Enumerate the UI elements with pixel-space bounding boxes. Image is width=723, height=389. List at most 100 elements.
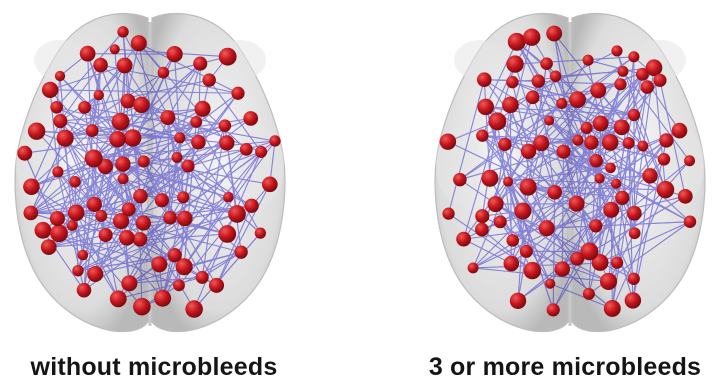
network-node [87, 266, 103, 282]
network-node [53, 114, 67, 128]
network-node [219, 135, 234, 150]
network-node [269, 135, 280, 146]
network-node [122, 202, 136, 216]
network-node [42, 82, 58, 98]
network-node [195, 101, 211, 117]
network-node [520, 245, 533, 258]
network-node [190, 116, 202, 128]
network-node [173, 279, 185, 291]
network-node [524, 262, 541, 279]
network-node [468, 262, 479, 273]
network-node [50, 101, 63, 114]
network-node [572, 135, 583, 146]
network-node [657, 181, 674, 198]
network-node [202, 73, 215, 86]
network-node [112, 113, 130, 131]
network-node [506, 234, 519, 247]
network-node [133, 232, 148, 247]
network-node [94, 90, 104, 100]
network-node [133, 97, 150, 114]
network-node [115, 156, 130, 171]
network-node [99, 228, 113, 242]
network-node [182, 160, 195, 173]
network-node [209, 278, 224, 293]
network-node [77, 283, 92, 298]
network-node [581, 122, 593, 134]
network-node [569, 196, 585, 212]
network-node [41, 239, 57, 255]
network-node [502, 97, 519, 114]
network-node [110, 290, 127, 307]
network-node [498, 138, 511, 151]
network-node [514, 203, 531, 220]
network-node [68, 204, 85, 221]
network-node [627, 206, 642, 221]
network-node [155, 193, 169, 207]
network-node [506, 76, 518, 88]
network-node [584, 135, 598, 149]
network-node [605, 162, 616, 173]
network-node [547, 185, 562, 200]
network-node [678, 189, 693, 204]
network-node [600, 273, 617, 290]
network-node [623, 137, 635, 149]
network-node [526, 90, 540, 104]
network-node [475, 209, 489, 223]
network-node [544, 116, 554, 126]
network-node [636, 68, 649, 81]
network-node [611, 178, 621, 188]
network-node [589, 154, 603, 168]
network-node [494, 215, 507, 228]
network-node [510, 293, 526, 309]
network-node [240, 143, 253, 156]
network-node [637, 141, 648, 152]
network-node [244, 199, 258, 213]
network-node [67, 220, 78, 231]
network-node [154, 290, 171, 307]
panel-3-or-more-microbleeds: 3 or more microbleeds [420, 0, 720, 389]
brain-network-left [0, 0, 300, 340]
network-node [521, 144, 536, 159]
network-node [255, 228, 266, 239]
caption-without-microbleeds: without microbleeds [4, 353, 304, 382]
network-node [35, 222, 52, 239]
network-node [550, 71, 561, 82]
network-node [583, 288, 595, 300]
network-node [640, 80, 654, 94]
network-node [540, 57, 553, 70]
network-node [476, 129, 488, 141]
network-node [684, 155, 695, 166]
network-node [255, 146, 267, 158]
network-node [55, 71, 65, 81]
network-node [555, 261, 570, 276]
network-node [629, 227, 641, 239]
network-node [110, 44, 120, 54]
network-node [581, 243, 599, 261]
network-node [72, 265, 83, 276]
network-node [611, 45, 622, 56]
network-node [456, 232, 471, 247]
network-node [503, 177, 513, 187]
network-node [642, 168, 657, 183]
network-node [196, 271, 209, 284]
network-node [109, 131, 125, 147]
network-node [594, 173, 604, 183]
network-node [481, 170, 498, 187]
network-node [475, 223, 489, 237]
network-node [653, 74, 666, 87]
network-node [163, 211, 177, 225]
network-node [121, 275, 137, 291]
network-node [628, 51, 639, 62]
network-node [523, 29, 540, 46]
network-node [24, 206, 39, 221]
network-node [223, 192, 233, 202]
network-node [684, 216, 696, 228]
network-node [219, 48, 237, 66]
network-node [28, 123, 45, 140]
network-node [602, 134, 619, 151]
network-node [520, 178, 537, 195]
caption-3-or-more-microbleeds: 3 or more microbleeds [415, 353, 715, 382]
network-node [506, 55, 523, 72]
network-node [219, 119, 232, 132]
network-node [69, 176, 81, 188]
